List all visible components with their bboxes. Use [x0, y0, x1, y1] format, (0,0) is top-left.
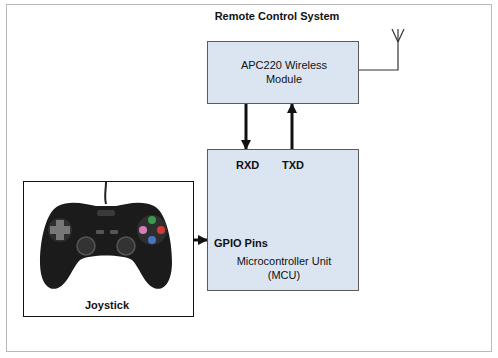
joystick-box: Joystick: [23, 181, 194, 317]
gamepad-illustration: [40, 182, 172, 289]
antenna-symbol: [358, 29, 404, 70]
signal-arrow: [194, 239, 207, 242]
joystick-label: Joystick: [24, 298, 190, 312]
pin-label: GPIO Pins: [214, 236, 268, 250]
signal-arrow: [291, 104, 294, 149]
system-boundary: Remote Control SystemAPC220 Wireless Mod…: [6, 4, 492, 352]
joystick-panel: [22, 180, 188, 316]
mcu-box: RXD TXD GPIO PinsMicrocontroller Unit (MCU…: [207, 149, 359, 291]
signal-arrow: [245, 104, 248, 149]
module-label: APC220 Wireless Module: [228, 58, 340, 86]
mcu-label: Microcontroller Unit (MCU): [224, 254, 344, 282]
pin-label: TXD: [282, 158, 304, 172]
wireless-module-box: APC220 Wireless Module: [207, 41, 359, 104]
pin-label: RXD: [236, 158, 259, 172]
system-title: Remote Control System: [157, 9, 397, 23]
